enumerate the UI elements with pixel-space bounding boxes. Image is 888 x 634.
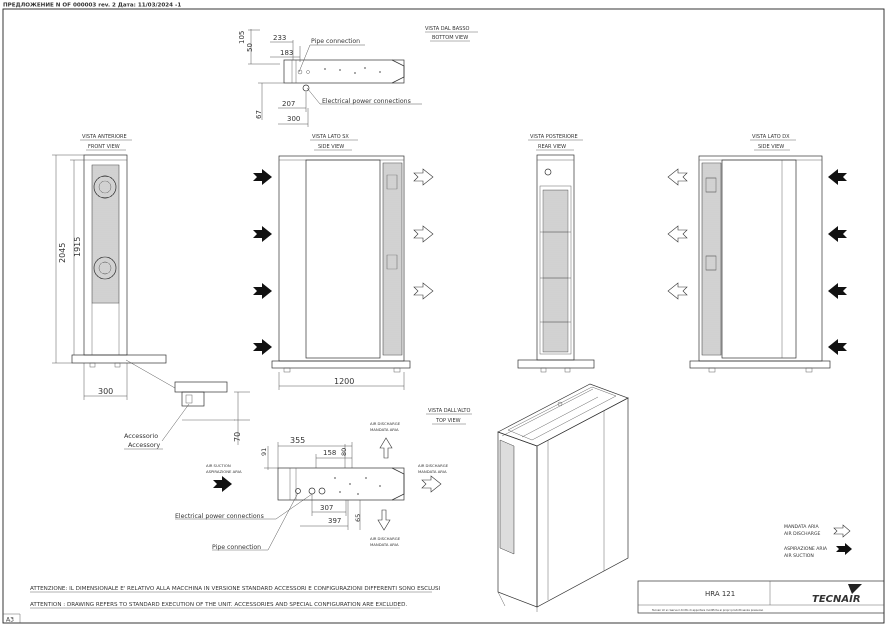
top-view: VISTA DALL'ALTO TOP VIEW 91 355 158 80 3… xyxy=(175,408,472,551)
rear-view: VISTA POSTERIORE REAR VIEW xyxy=(517,134,595,373)
top-dim-65: 65 xyxy=(354,514,362,522)
top-discharge-right-en: AIR DISCHARGE xyxy=(418,463,449,468)
legend-discharge-arrow-icon xyxy=(833,524,851,538)
front-view-title-it: VISTA ANTERIORE xyxy=(82,134,127,140)
right-view-discharge-arrows xyxy=(667,168,688,300)
front-dim-1915: 1915 xyxy=(73,237,82,257)
front-view: VISTA ANTERIORE FRONT VIEW 2045 1915 300 xyxy=(52,134,250,450)
top-elec-label: Electrical power connections xyxy=(175,513,264,520)
left-view-title-en: SIDE VIEW xyxy=(318,144,344,150)
top-view-title-en: TOP VIEW xyxy=(435,418,461,424)
sheet-size-label: A3 xyxy=(6,617,14,624)
top-suction-it: ASPIRAZIONE ARIA xyxy=(206,469,242,474)
doc-ref-header: ПРЕДЛОЖЕНИЕ N OF 000003 rev. 2 Дата: 11/… xyxy=(3,3,181,9)
top-discharge-right-it: MANDATA ARIA xyxy=(418,469,447,474)
right-view-title-en: SIDE VIEW xyxy=(758,144,784,150)
front-dim-2045: 2045 xyxy=(58,243,67,263)
top-suction-en: AIR SUCTION xyxy=(206,463,231,468)
top-dim-80: 80 xyxy=(340,448,348,456)
right-view-title-it: VISTA LATO DX xyxy=(752,134,790,140)
bottom-dim-207: 207 xyxy=(282,100,295,108)
left-dim-1200: 1200 xyxy=(334,377,354,386)
accessory-label-it: Accessorio xyxy=(124,432,158,440)
bottom-view: VISTA DAL BASSO BOTTOM VIEW 233 183 105 … xyxy=(238,26,478,127)
left-view-title-it: VISTA LATO SX xyxy=(312,134,349,140)
rear-view-title-en: REAR VIEW xyxy=(538,144,566,150)
top-discharge-bottom-it: MANDATA ARIA xyxy=(370,542,399,547)
accessory-dim-70: 70 xyxy=(233,432,242,442)
brand-name: TECNAIR xyxy=(812,594,861,605)
legend-discharge-it: MANDATA ARIA xyxy=(784,524,820,530)
right-side-view: VISTA LATO DX SIDE VIEW xyxy=(667,134,847,373)
right-view-suction-arrows xyxy=(828,169,847,355)
tecnair-logo-icon xyxy=(848,584,862,594)
bottom-dim-105: 105 xyxy=(238,31,246,44)
note-english: ATTENTION : DRAWING REFERS TO STANDARD E… xyxy=(30,602,407,608)
top-dim-397: 397 xyxy=(328,517,341,525)
legend-suction-arrow-icon xyxy=(836,543,852,555)
top-view-title-it: VISTA DALL'ALTO xyxy=(428,408,470,414)
title-block: HRA 121 TECNAIR Tecnair LV si riserva il… xyxy=(637,580,885,614)
bottom-dim-233: 233 xyxy=(273,34,286,42)
bottom-view-title-en: BOTTOM VIEW xyxy=(432,35,468,41)
sheet-frame xyxy=(2,8,885,624)
top-dim-91: 91 xyxy=(260,448,268,456)
model-name: HRA 121 xyxy=(705,590,735,598)
left-view-suction-arrows xyxy=(253,169,272,355)
isometric-view xyxy=(497,383,629,612)
front-view-title-en: FRONT VIEW xyxy=(88,144,120,150)
bottom-pipe-label: Pipe connection xyxy=(311,38,360,45)
legend-suction-it: ASPIRAZIONE ARIA xyxy=(784,546,828,552)
bottom-view-title-it: VISTA DAL BASSO xyxy=(425,26,470,32)
top-pipe-label: Pipe connection xyxy=(212,544,261,551)
title-disclaimer: Tecnair LV si riserva il diritto di appo… xyxy=(652,608,764,612)
top-discharge-top-it: MANDATA ARIA xyxy=(370,427,399,432)
left-side-view: VISTA LATO SX SIDE VIEW 1200 xyxy=(253,134,434,390)
top-dim-307: 307 xyxy=(320,504,333,512)
top-discharge-bottom-en: AIR DISCHARGE xyxy=(370,536,401,541)
note-italian: ATTENZIONE: IL DIMENSIONALE E' RELATIVO … xyxy=(30,586,441,592)
top-dim-158: 158 xyxy=(323,449,336,457)
left-view-discharge-arrows xyxy=(413,168,434,300)
legend-discharge-en: AIR DISCHARGE xyxy=(784,531,821,537)
bottom-elec-label: Electrical power connections xyxy=(322,98,411,105)
bottom-dim-50: 50 xyxy=(246,43,254,52)
bottom-dim-183: 183 xyxy=(280,49,293,57)
top-discharge-top-en: AIR DISCHARGE xyxy=(370,421,401,426)
bottom-dim-300: 300 xyxy=(287,115,300,123)
air-flow-legend: MANDATA ARIA AIR DISCHARGE ASPIRAZIONE A… xyxy=(784,524,852,559)
bottom-dim-67: 67 xyxy=(255,110,263,119)
accessory-label-en: Accessory xyxy=(128,441,160,449)
legend-suction-en: AIR SUCTION xyxy=(784,553,814,559)
top-dim-355: 355 xyxy=(290,436,305,445)
rear-view-title-it: VISTA POSTERIORE xyxy=(530,134,578,140)
front-dim-300: 300 xyxy=(98,387,113,396)
